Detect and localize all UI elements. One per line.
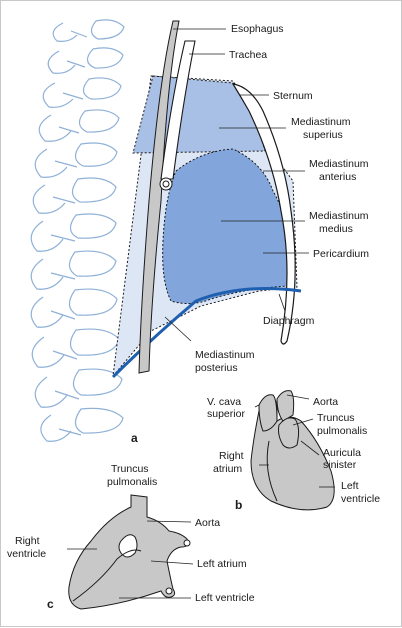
label-med-superius-2: superius (303, 129, 343, 141)
esophagus (138, 20, 180, 374)
label-diaphragm: Diaphragm (263, 315, 315, 327)
left-ventricle-b-line (266, 440, 278, 502)
label-esophagus: Esophagus (231, 23, 284, 35)
label-trachea: Trachea (229, 49, 267, 61)
leaders-c (67, 520, 194, 599)
label-med-medius-2: medius (319, 223, 353, 235)
spine (30, 19, 125, 442)
labels-b: V. cava superior Aorta Truncus pulmonali… (207, 396, 380, 512)
trachea (160, 40, 196, 180)
leaders-a (164, 28, 309, 342)
labels-c: Truncus pulmonalis Aorta Right ventricle… (7, 463, 255, 611)
label-left-ventricle-b-2: ventricle (341, 493, 380, 505)
label-sternum: Sternum (273, 90, 313, 102)
leaders-b (254, 394, 335, 488)
label-right-ventricle-1: Right (15, 535, 40, 547)
heart-c-ventricle-line (72, 549, 142, 602)
mediastinum-superius-region (132, 75, 266, 154)
panel-label-a: a (131, 431, 138, 445)
vcava-superior (258, 394, 278, 432)
trachea-bifurcation (159, 177, 173, 191)
label-aorta-c: Aorta (195, 517, 220, 529)
label-right-atrium-2: atrium (213, 463, 242, 475)
label-left-ventricle-c: Left ventricle (195, 592, 255, 604)
label-pericardium: Pericardium (313, 248, 369, 260)
sternum (231, 83, 296, 345)
label-truncus-b-1: Truncus (317, 412, 355, 424)
label-med-posterius-2: posterius (195, 362, 238, 374)
label-auricula-1: Auricula (323, 447, 361, 459)
heart-c-inner (118, 534, 138, 558)
heart-c (68, 494, 191, 610)
truncus-b (278, 417, 300, 449)
label-med-anterius-1: Mediastinum (309, 158, 369, 170)
aorta-b (276, 390, 295, 422)
label-right-ventricle-2: ventricle (7, 548, 46, 560)
label-med-posterius-1: Mediastinum (195, 349, 255, 361)
label-auricula-2: sinister (323, 459, 357, 471)
label-med-superius-1: Mediastinum (291, 116, 351, 128)
panel-label-b: b (235, 498, 242, 512)
diaphragm (111, 287, 302, 379)
label-left-ventricle-b-1: Left (341, 480, 359, 492)
label-truncus-c-1: Truncus (111, 463, 149, 475)
left-ventricle-vessel (165, 587, 173, 595)
label-aorta-b: Aorta (313, 396, 338, 408)
label-med-medius-1: Mediastinum (309, 210, 369, 222)
label-right-atrium-1: Right (219, 450, 244, 462)
label-med-anterius-2: anterius (319, 171, 356, 183)
label-truncus-b-2: pulmonalis (317, 425, 367, 437)
label-left-atrium: Left atrium (197, 558, 247, 570)
left-atrium-vessel (183, 539, 191, 547)
label-vcava-1: V. cava (207, 396, 241, 408)
label-vcava-2: superior (207, 408, 245, 420)
labels-a: Esophagus Trachea Sternum Mediastinum su… (131, 23, 369, 445)
panel-label-c: c (47, 597, 54, 611)
label-truncus-c-2: pulmonalis (107, 476, 157, 488)
heart-b (250, 390, 335, 511)
